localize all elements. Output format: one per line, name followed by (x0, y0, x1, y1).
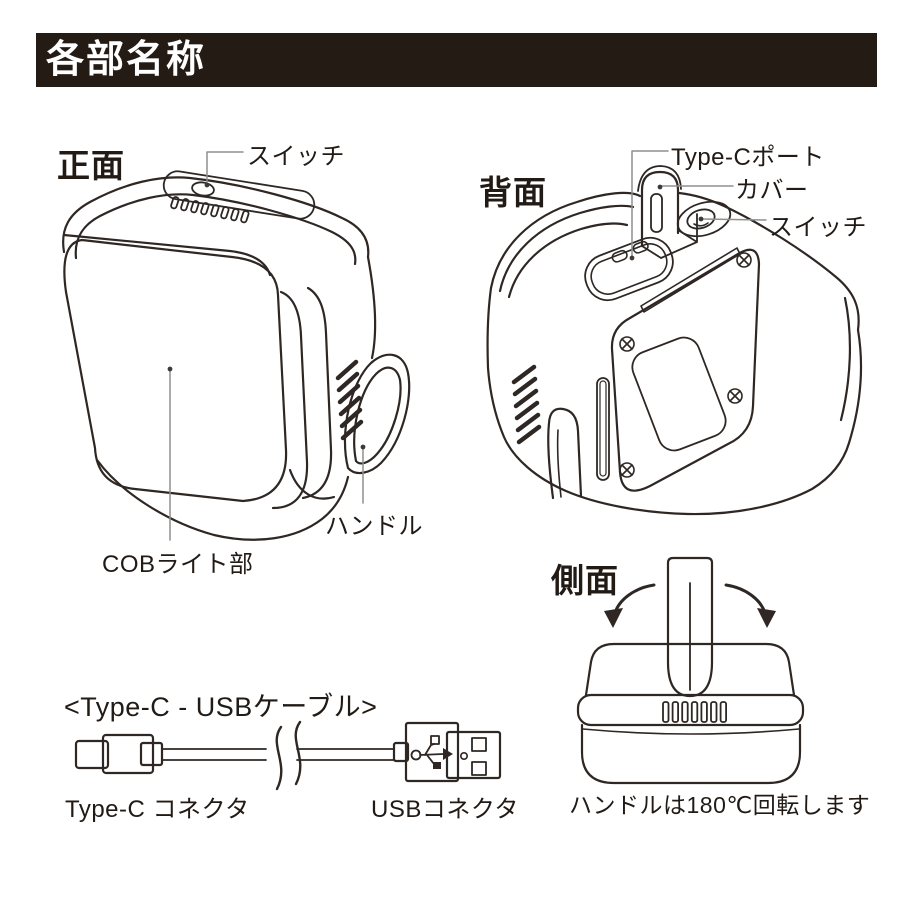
leader-dots (167, 182, 704, 450)
port-icon-b (632, 240, 649, 254)
cob-light-face (63, 238, 288, 503)
typec-port-leader (631, 150, 669, 257)
back-view-heading: 背面 (479, 174, 547, 211)
back-switch-shape (686, 208, 716, 230)
cable-break-mark (275, 725, 283, 791)
port-icon-a (611, 249, 628, 263)
section-banner: 各部名称 (36, 33, 877, 87)
side-vents (662, 701, 727, 723)
screws (619, 252, 752, 478)
leader-lines (169, 150, 767, 541)
arrowhead-right-icon (757, 608, 776, 628)
side-handle-shape (666, 556, 714, 698)
front-switch-label: スイッチ (247, 143, 345, 170)
arrowhead-left-icon (604, 608, 623, 628)
front-top-vents (170, 196, 250, 224)
cable-drawing (74, 720, 502, 791)
front-view-drawing (62, 170, 411, 541)
usb-connector-shape (392, 721, 502, 783)
front-switch-leader (206, 151, 244, 184)
rotate-arrows (604, 583, 776, 628)
side-rotation-caption: ハンドルは180℃回転します (569, 792, 871, 818)
front-view-heading: 正面 (57, 147, 125, 184)
cover-label: カバー (735, 177, 809, 204)
back-panel (610, 248, 761, 492)
label-patch (631, 336, 727, 452)
front-handle-shape (343, 353, 411, 475)
typec-port-label: Type-Cポート (671, 144, 825, 171)
back-handle-shape (547, 407, 583, 500)
front-switch-shape (191, 181, 215, 197)
front-side-vents (335, 359, 364, 441)
cable-section-heading: <Type-C - USBケーブル> (64, 692, 378, 722)
side-view-drawing (576, 556, 805, 785)
usb-connector-label: USBコネクタ (371, 796, 519, 823)
typec-port-slot (650, 193, 663, 233)
typec-connector-shape (74, 733, 164, 775)
handle-label: ハンドル (325, 513, 423, 540)
back-view-drawing (486, 165, 863, 516)
back-switch-mount (676, 200, 732, 238)
back-side-vents (511, 364, 542, 445)
cob-light-label: COBライト部 (102, 551, 254, 578)
page-title: 各部名称 (46, 39, 207, 81)
back-switch-label: スイッチ (769, 214, 867, 241)
back-switch-leader (702, 218, 767, 221)
typec-connector-label: Type-C コネクタ (65, 796, 250, 823)
cover-flap-shape (637, 165, 698, 259)
usb-trident-icon (410, 735, 453, 769)
side-view-heading: 側面 (551, 562, 619, 599)
